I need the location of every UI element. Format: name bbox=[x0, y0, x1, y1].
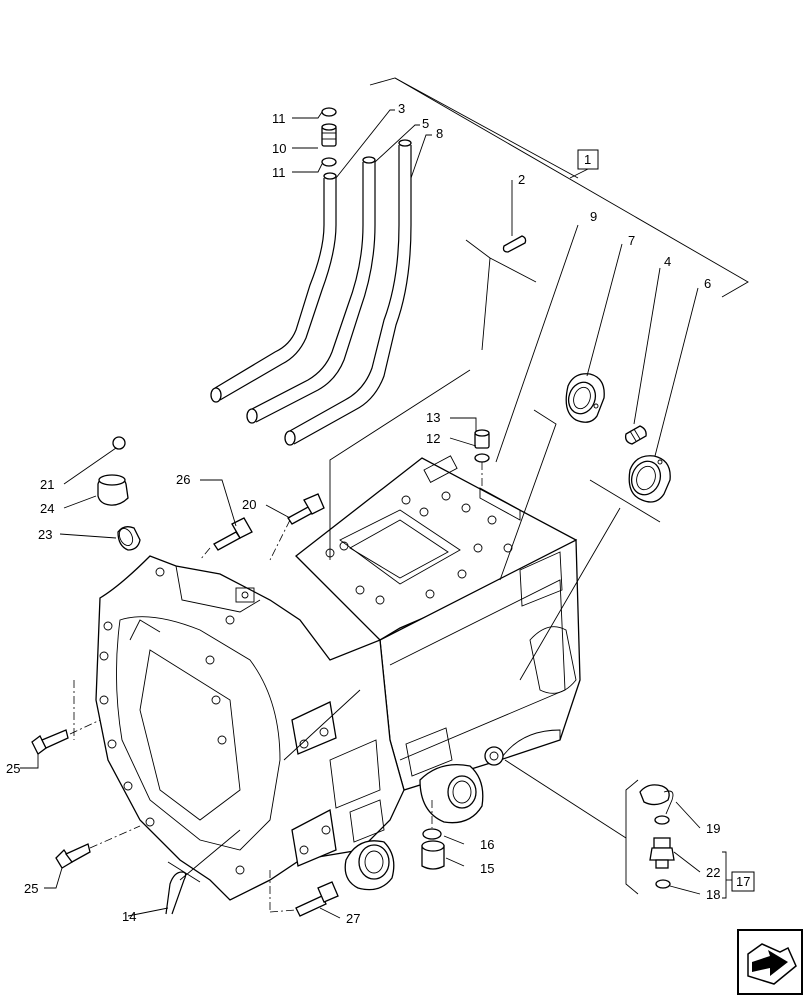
callout-1-box: 1 bbox=[569, 149, 599, 179]
callout-8: 8 bbox=[436, 126, 443, 141]
transmission-housing bbox=[95, 455, 581, 901]
plug-4 bbox=[624, 425, 647, 445]
o-ring-12 bbox=[474, 453, 490, 463]
cotter-pin-14 bbox=[165, 871, 187, 915]
callout-12: 12 bbox=[426, 431, 440, 446]
plug-23 bbox=[117, 526, 141, 551]
callout-26: 26 bbox=[176, 472, 190, 487]
tube-8 bbox=[284, 139, 412, 446]
bushing-6 bbox=[628, 455, 671, 503]
callout-14: 14 bbox=[122, 909, 136, 924]
tube-3 bbox=[210, 172, 337, 403]
callout-5: 5 bbox=[422, 116, 429, 131]
callout-15: 15 bbox=[480, 861, 494, 876]
callout-10: 10 bbox=[272, 141, 286, 156]
next-page-arrow-icon[interactable] bbox=[737, 929, 803, 995]
o-ring-18 bbox=[655, 879, 671, 889]
callout-27: 27 bbox=[346, 911, 360, 926]
callout-labels: 11 10 11 3 5 8 2 9 7 4 6 13 12 21 26 24 … bbox=[6, 101, 720, 926]
callout-11b: 11 bbox=[272, 165, 286, 180]
callout-9: 9 bbox=[590, 209, 597, 224]
plug-15 bbox=[421, 840, 445, 870]
bushing-7 bbox=[565, 373, 605, 423]
axis-bolts-25 bbox=[69, 680, 141, 849]
kit-17-bracket bbox=[504, 759, 727, 899]
callout-23: 23 bbox=[38, 527, 52, 542]
bolt-25-upper bbox=[31, 729, 69, 755]
o-ring-16 bbox=[422, 828, 442, 840]
callout-17-box: 17 bbox=[726, 871, 755, 892]
callout-4: 4 bbox=[664, 254, 671, 269]
callout-1: 1 bbox=[584, 152, 591, 167]
fitting-10 bbox=[321, 123, 337, 147]
callout-11a: 11 bbox=[272, 111, 286, 126]
o-ring-11-top bbox=[321, 107, 337, 117]
callout-19: 19 bbox=[706, 821, 720, 836]
fitting-22 bbox=[649, 837, 675, 869]
kit-1-bracket bbox=[369, 77, 749, 298]
bolt-20 bbox=[287, 493, 325, 525]
axis-bolts bbox=[199, 519, 291, 561]
o-ring-21 bbox=[112, 436, 126, 450]
callout-21: 21 bbox=[40, 477, 54, 492]
callout-24: 24 bbox=[40, 501, 54, 516]
callout-7: 7 bbox=[628, 233, 635, 248]
o-ring-11-bottom bbox=[321, 157, 337, 167]
bolt-27 bbox=[295, 881, 339, 917]
bolt-25-lower bbox=[55, 843, 91, 869]
callout-6: 6 bbox=[704, 276, 711, 291]
callout-16: 16 bbox=[480, 837, 494, 852]
pin-2 bbox=[502, 235, 527, 253]
leader-lines bbox=[20, 109, 701, 919]
tube-5 bbox=[246, 156, 376, 424]
o-ring-19b bbox=[654, 815, 670, 825]
callout-25b: 25 bbox=[24, 881, 38, 896]
callout-3: 3 bbox=[398, 101, 405, 116]
callout-25a: 25 bbox=[6, 761, 20, 776]
fitting-13 bbox=[474, 429, 490, 449]
callout-22: 22 bbox=[706, 865, 720, 880]
callout-2: 2 bbox=[518, 172, 525, 187]
cap-24 bbox=[97, 474, 129, 506]
callout-13: 13 bbox=[426, 410, 440, 425]
callout-17: 17 bbox=[736, 874, 750, 889]
callout-18: 18 bbox=[706, 887, 720, 902]
cap-19 bbox=[639, 784, 674, 815]
bolt-26 bbox=[213, 517, 253, 551]
callout-20: 20 bbox=[242, 497, 256, 512]
axis-bolt-27 bbox=[269, 870, 297, 913]
